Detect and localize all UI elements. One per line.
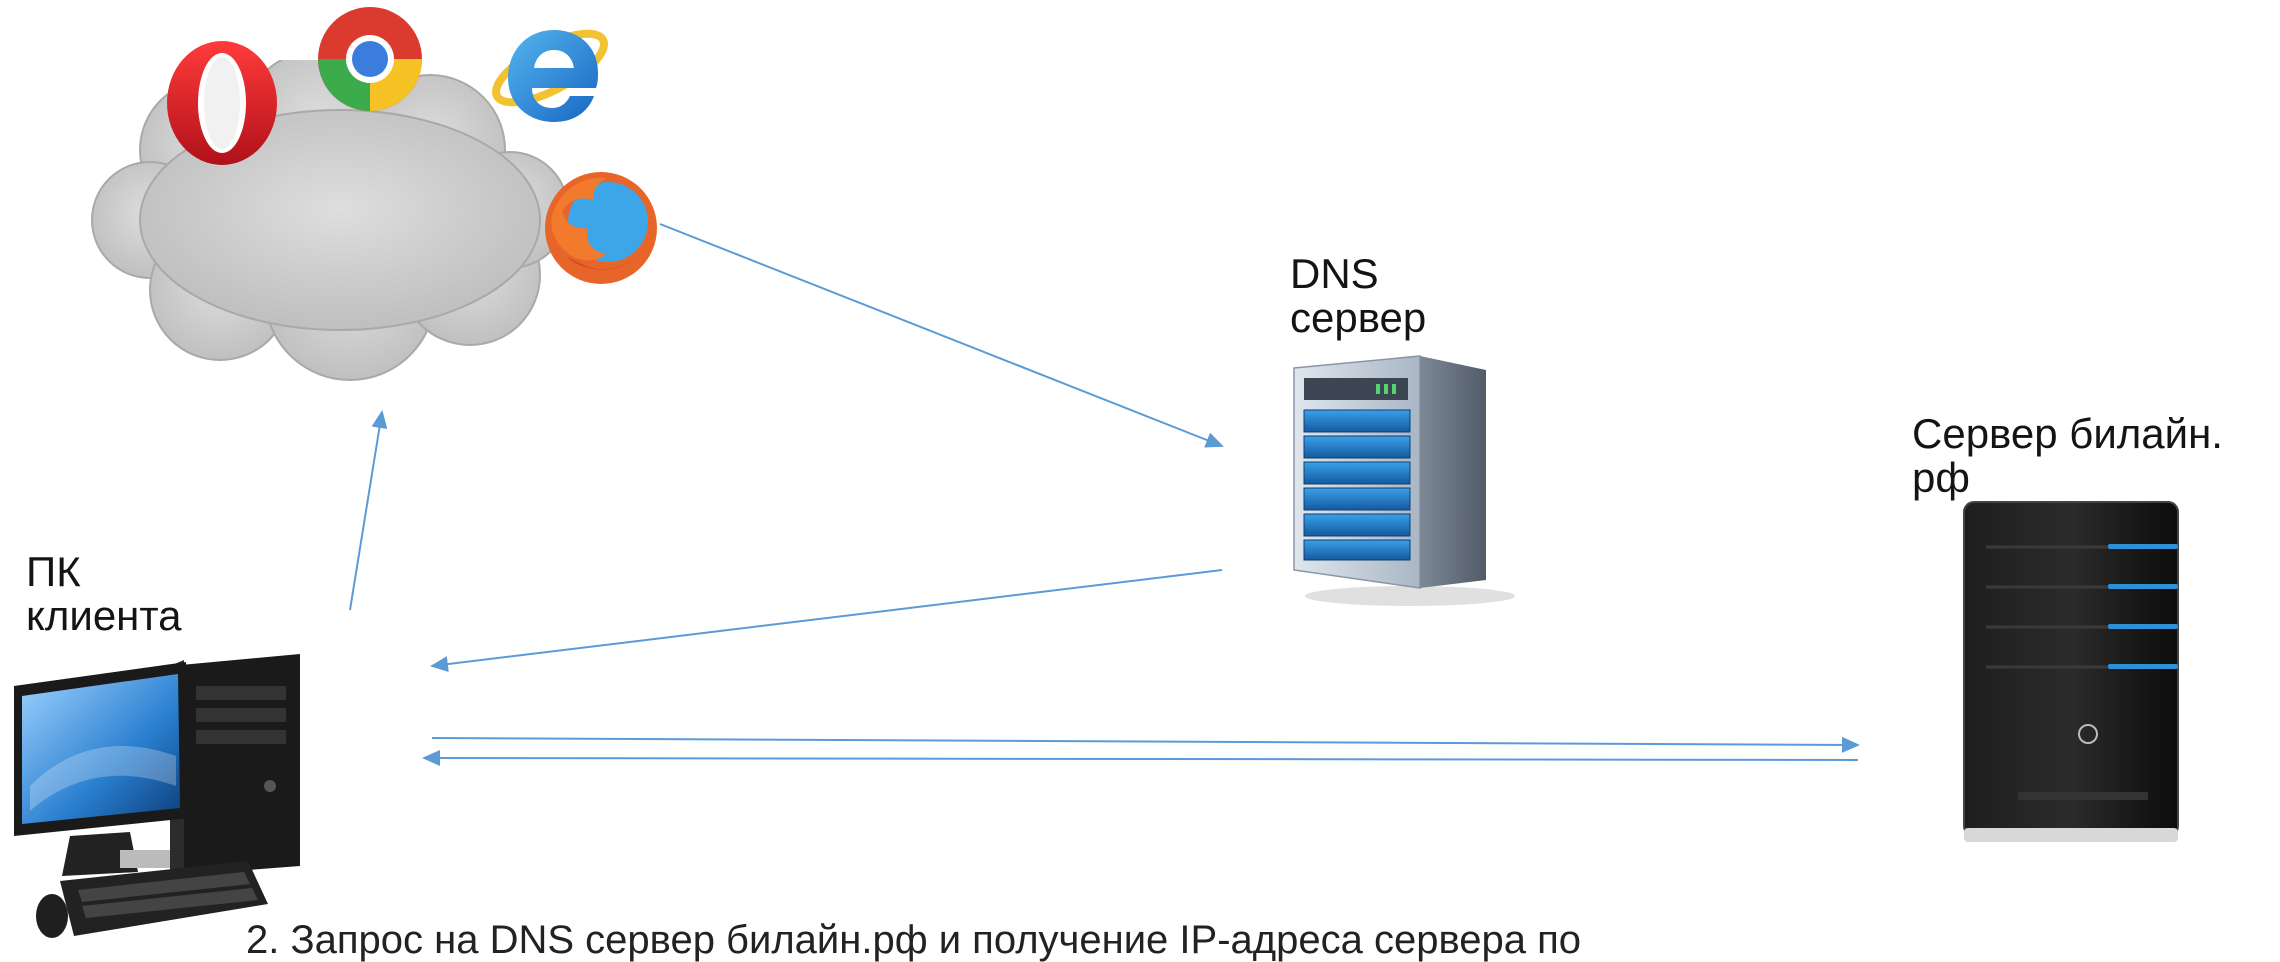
web-server-label-line2: рф [1912, 454, 1970, 501]
opera-icon [167, 41, 277, 165]
client-pc-label-line1: ПК [26, 548, 81, 595]
web-server-icon [1963, 501, 2179, 842]
ie-icon [492, 29, 608, 122]
arrow-browser-to-dns [659, 223, 1224, 448]
dns-server-label: DNS сервер [1290, 252, 1426, 340]
web-server-label-line1: Сервер билайн. [1912, 410, 2223, 457]
dns-server-label-line1: DNS [1290, 250, 1379, 297]
arrow-pc-to-cloud [349, 410, 388, 611]
client-pc-label: ПК клиента [26, 550, 182, 638]
arrow-pc-to-server [431, 736, 1860, 753]
chrome-icon [318, 7, 422, 111]
dns-server-icon [1293, 355, 1515, 606]
arrow-dns-to-pc [430, 569, 1223, 673]
step-caption: 2. Запрос на DNS сервер билайн.рф и полу… [246, 918, 1582, 962]
web-server-label: Сервер билайн. рф [1912, 412, 2223, 500]
client-pc-label-line2: клиента [26, 592, 182, 639]
client-pc-icon [14, 654, 300, 938]
arrow-server-to-pc [422, 750, 1859, 767]
firefox-icon [545, 172, 657, 284]
dns-server-label-line2: сервер [1290, 294, 1427, 341]
